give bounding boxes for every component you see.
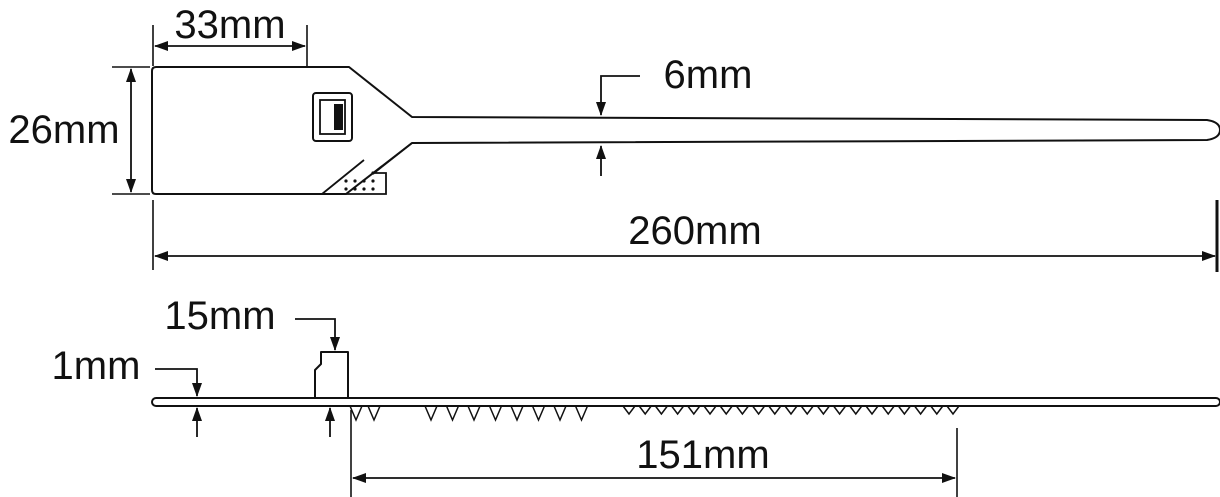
side-head-block [314,351,349,399]
side-view: 15mm 1mm 151mm [52,294,1220,497]
strap-thickness-label: 1mm [52,344,141,388]
head-width-label: 33mm [174,3,285,47]
head-height-label: 26mm [8,108,119,152]
small-tooth-26 [881,405,895,416]
small-tooth-23 [833,405,847,416]
small-tooth-17 [735,405,749,416]
large-tooth-8 [553,405,567,422]
head-height-dimension: 26mm [8,66,150,195]
tongue-line [319,142,413,195]
large-tooth-5 [488,405,503,422]
lock-window-icon [312,92,353,142]
strap-width-dimension: 6mm [596,53,753,176]
small-tooth-21 [800,405,814,416]
serrated-length-label: 151mm [636,433,769,477]
small-tooth-25 [865,405,879,416]
small-tooth-11 [638,405,652,416]
seal-head-outline [151,66,1220,195]
small-tooth-20 [784,405,798,416]
large-tooth-0 [349,405,363,422]
small-tooth-18 [752,405,766,416]
large-tooth-1 [367,405,381,422]
head-thickness-label: 15mm [164,294,275,338]
serrated-length-dimension: 151mm [350,410,958,497]
small-tooth-27 [897,405,911,416]
large-tooth-2 [424,405,438,422]
large-tooth-3 [445,405,460,422]
head-width-dimension: 33mm [152,3,308,66]
side-strap [151,397,1220,407]
small-tooth-14 [687,405,701,416]
small-tooth-19 [768,405,782,416]
small-tooth-10 [622,405,636,416]
small-tooth-29 [930,405,944,416]
total-length-dimension: 260mm [152,200,1219,272]
total-length-label: 260mm [628,209,761,253]
small-tooth-16 [719,405,733,416]
large-tooth-4 [467,405,481,422]
large-tooth-7 [531,405,546,422]
small-tooth-12 [654,405,668,416]
small-tooth-13 [671,405,685,416]
strap-thickness-dimension: 1mm [52,344,202,437]
small-tooth-24 [849,405,863,416]
large-tooth-9 [574,405,589,422]
serial-dots [344,171,375,191]
head-thickness-dimension: 15mm [164,294,340,437]
large-tooth-6 [510,405,524,422]
small-tooth-15 [703,405,717,416]
strap-width-label: 6mm [664,53,753,97]
small-tooth-28 [914,405,928,416]
top-view: 33mm 26mm 6mm 260mm [8,3,1220,272]
serration-teeth [349,405,960,422]
small-tooth-30 [946,405,960,416]
small-tooth-22 [816,405,830,416]
